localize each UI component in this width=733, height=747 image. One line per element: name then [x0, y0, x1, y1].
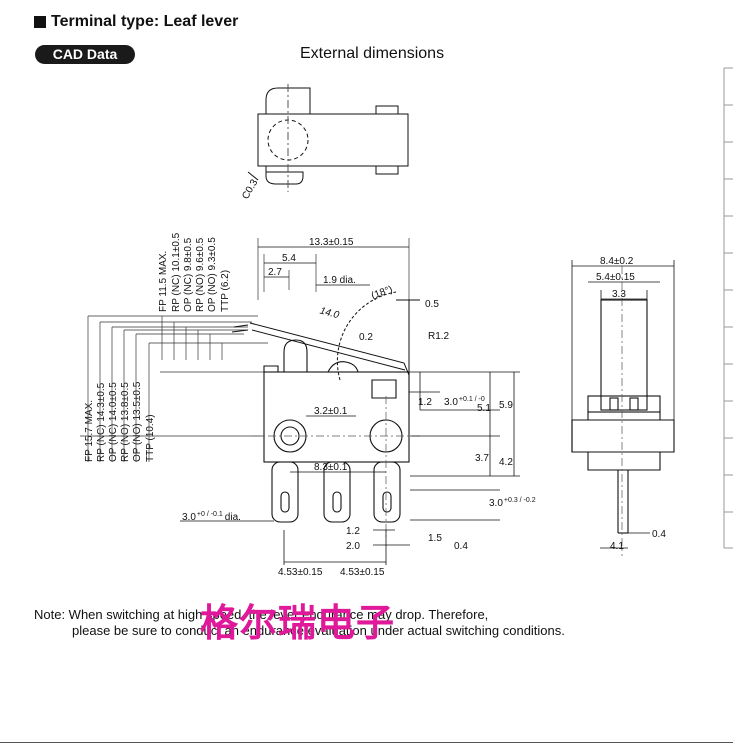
dim-4-2: 4.2	[499, 457, 513, 468]
pin-1-5: 1.5	[428, 533, 442, 544]
side-right-dims	[409, 371, 520, 521]
ttp-upper-label: TTP (6.2)	[220, 270, 231, 312]
body-inner-dims	[180, 415, 386, 522]
top-view	[247, 84, 409, 192]
upper-vertical-labels: FP 11.5 MAX. RP (NC) 10.1±0.5 OP (NC) 9.…	[158, 232, 231, 312]
pin-1-2: 1.2	[346, 526, 360, 537]
dim-2-7: 2.7	[268, 267, 282, 278]
dim-0-5: 0.5	[425, 299, 439, 310]
square-bullet-icon	[34, 16, 46, 28]
end-terminal-4-1: 4.1	[610, 541, 624, 552]
pin-dims	[283, 529, 410, 565]
rp-nc-lower-label: RP (NC) 14.3±0.5	[96, 382, 107, 462]
rp-no-lower-label: RP (NO) 13.8±0.5	[120, 382, 131, 462]
lever	[231, 291, 420, 381]
end-width-8-4: 8.4±0.2	[600, 256, 634, 267]
extension-lines	[80, 238, 410, 462]
ttp-lower-label: TTP (10.4)	[145, 414, 156, 462]
pitch-2: 4.53±0.15	[340, 567, 385, 578]
dim-3-7: 3.7	[475, 453, 489, 464]
rp-nc-upper-label: RP (NC) 10.1±0.5	[171, 232, 182, 312]
watermark-text: 格尔瑞电子	[200, 601, 396, 645]
op-no-upper-label: OP (NO) 9.3±0.5	[207, 237, 218, 312]
radius-1-2: R1.2	[428, 331, 450, 342]
end-terminal-0-4: 0.4	[652, 529, 666, 540]
dim-3-2: 3.2±0.1	[314, 406, 348, 417]
pin-0-4: 0.4	[454, 541, 468, 552]
dim-1-2-side: 1.2	[418, 397, 432, 408]
dia-1-9: 1.9 dia.	[323, 275, 356, 286]
lower-vertical-labels: FP 15.7 MAX. RP (NC) 14.3±0.5 OP (NC) 14…	[84, 381, 156, 462]
section-heading: Terminal type: Leaf lever	[34, 13, 238, 31]
dim-5-1: 5.1	[477, 403, 491, 414]
note-line-1: Note: When switching at high speed, the …	[34, 607, 489, 622]
pin-2-0: 2.0	[346, 541, 360, 552]
end-view	[571, 266, 675, 556]
end-width-5-4: 5.4±0.15	[596, 272, 635, 283]
dim-5-4: 5.4	[282, 253, 296, 264]
end-view-dims	[571, 260, 675, 549]
fp-lower-label: FP 15.7 MAX.	[84, 400, 95, 462]
width-dimension: 13.3±0.15	[309, 237, 354, 248]
op-no-lower-label: OP (NO) 13.5±0.5	[132, 381, 143, 462]
heading-text: Terminal type: Leaf lever	[51, 13, 239, 30]
top-dimension-lines	[258, 246, 409, 286]
switch-body-side	[252, 339, 420, 540]
note-line-2: please be sure to conduct an endurance e…	[72, 623, 565, 638]
pitch-1: 4.53±0.15	[278, 567, 323, 578]
lever-length: 14.0	[319, 306, 341, 322]
fp-upper-label: FP 11.5 MAX.	[158, 251, 169, 312]
dim-0-2: 0.2	[359, 332, 373, 343]
end-width-3-3: 3.3	[612, 289, 626, 300]
chamfer-label: C0.3	[240, 177, 260, 201]
rp-no-upper-label: RP (NO) 9.6±0.5	[195, 237, 206, 312]
page-frame	[723, 67, 733, 549]
note-text: Note: When switching at high speed, the …	[34, 607, 565, 639]
dim-3-0-bottom: 3.0+0.3 / -0.2	[489, 497, 536, 509]
bottom-rule	[0, 742, 733, 743]
dim-5-9: 5.9	[499, 400, 513, 411]
cad-data-button[interactable]: CAD Data	[35, 45, 135, 64]
op-nc-upper-label: OP (NC) 9.8±0.5	[183, 237, 194, 312]
dim-8-3: 8.3±0.1	[314, 462, 348, 473]
op-nc-lower-label: OP (NC) 14.0±0.5	[108, 382, 119, 462]
external-dimensions-title: External dimensions	[300, 45, 445, 62]
dim-3-0-top: 3.0+0.1 / -0	[444, 396, 485, 408]
